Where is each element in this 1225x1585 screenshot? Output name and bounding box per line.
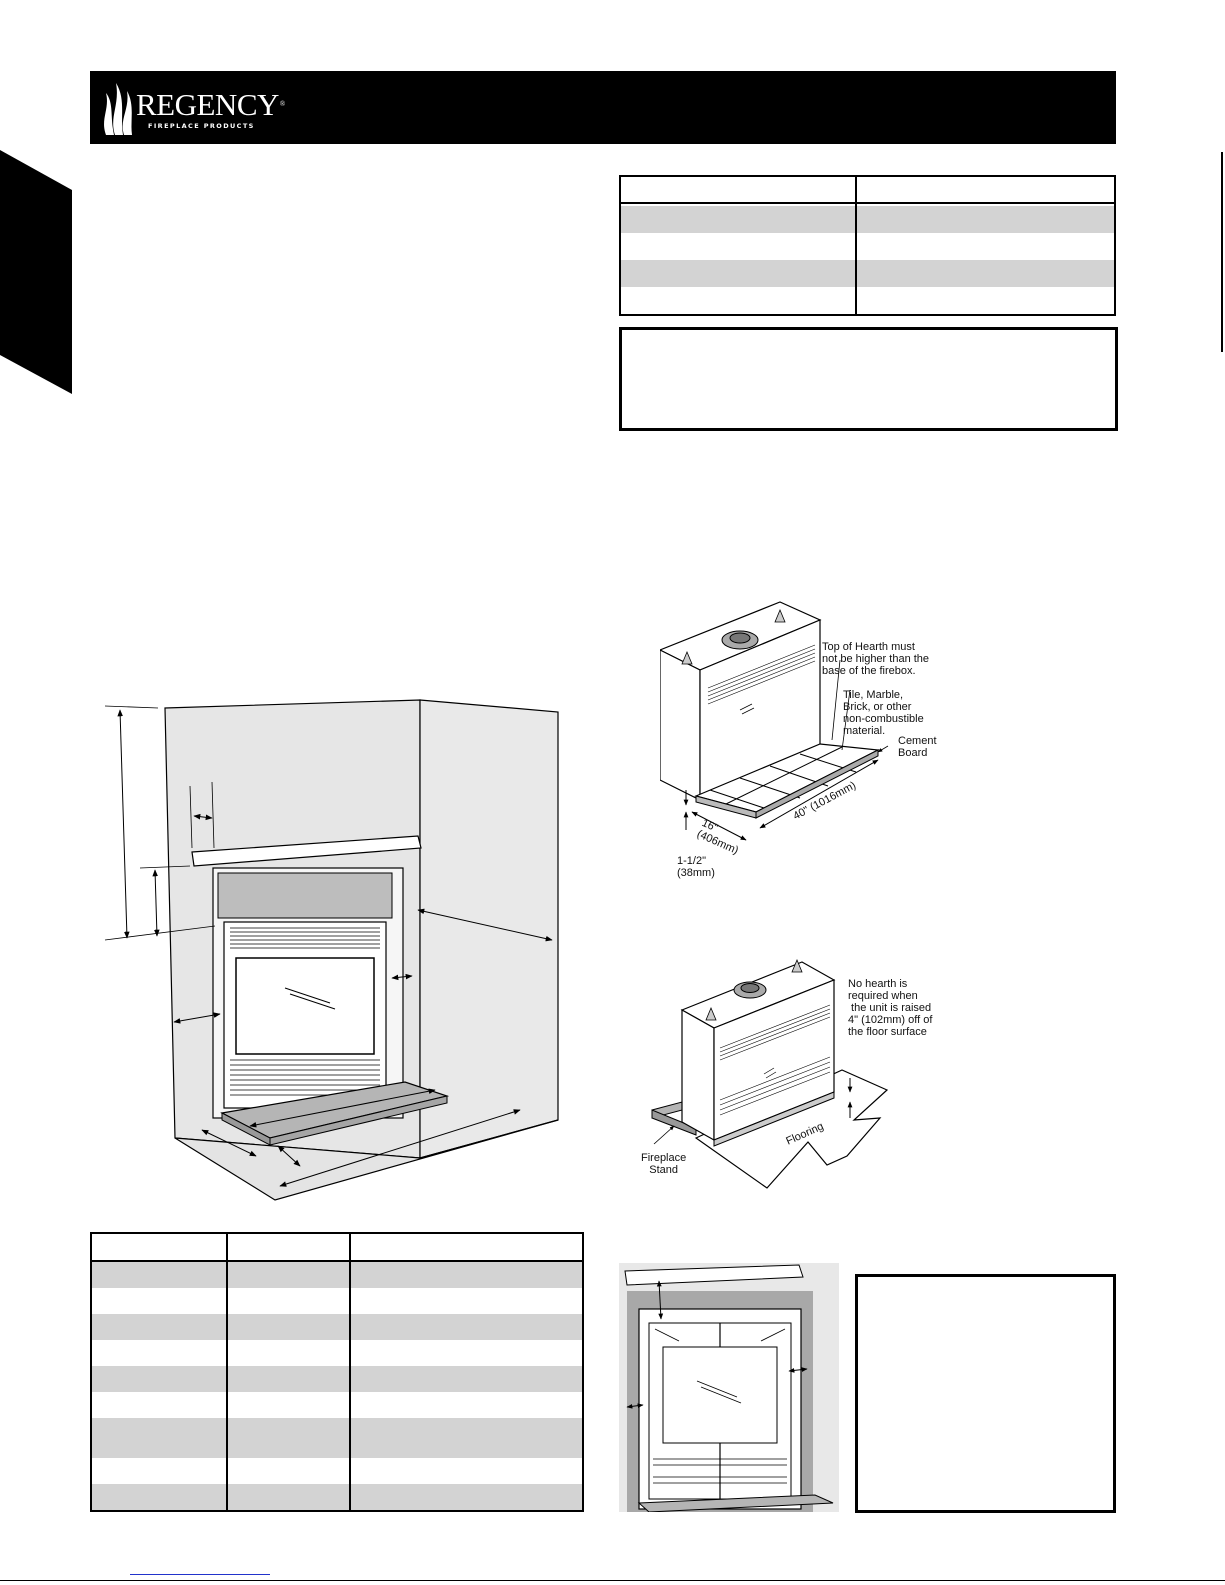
table-row bbox=[621, 233, 1114, 260]
column-divider bbox=[226, 1234, 228, 1510]
regency-logo: REGENCY® FIREPLACE PRODUCTS bbox=[100, 79, 310, 137]
brand-name: REGENCY® bbox=[136, 87, 285, 122]
footer-link-underline[interactable] bbox=[130, 1574, 270, 1575]
door-frame-diagram bbox=[619, 1263, 839, 1512]
raised-unit-note: No hearth is required when the unit is r… bbox=[848, 978, 933, 1038]
table-row bbox=[92, 1392, 582, 1418]
info-box bbox=[855, 1274, 1116, 1513]
table-row bbox=[92, 1366, 582, 1392]
clearance-table bbox=[90, 1232, 584, 1512]
table-row bbox=[621, 177, 1114, 204]
table-row bbox=[92, 1314, 582, 1340]
table-row bbox=[621, 260, 1114, 287]
column-divider bbox=[349, 1234, 351, 1510]
fireplace-stand-label: Fireplace Stand bbox=[641, 1152, 687, 1176]
hearth-thickness-dim: 1-1/2" (38mm) bbox=[677, 855, 715, 879]
hearth-material-note: Tile, Marble, Brick, or other non-combus… bbox=[843, 689, 924, 737]
clearance-diagram bbox=[104, 699, 559, 1201]
footer-rule bbox=[0, 1580, 1225, 1581]
spec-table bbox=[619, 175, 1116, 316]
table-row bbox=[92, 1288, 582, 1314]
section-side-tab bbox=[0, 150, 72, 394]
table-row bbox=[92, 1262, 582, 1288]
raised-unit-diagram bbox=[651, 958, 889, 1189]
cement-board-label: Cement Board bbox=[898, 735, 937, 759]
table-row bbox=[92, 1340, 582, 1366]
hearth-height-note: Top of Hearth must not be higher than th… bbox=[822, 641, 930, 677]
brand-subtitle: FIREPLACE PRODUCTS bbox=[148, 122, 255, 130]
header-bar: REGENCY® FIREPLACE PRODUCTS bbox=[90, 71, 1116, 144]
page-edge-mark bbox=[1221, 152, 1223, 352]
table-row bbox=[92, 1418, 582, 1458]
table-row bbox=[621, 287, 1114, 314]
table-row bbox=[92, 1484, 582, 1510]
table-row bbox=[621, 206, 1114, 233]
warning-box bbox=[619, 327, 1118, 431]
hearth-diagram bbox=[660, 601, 889, 841]
table-row bbox=[92, 1458, 582, 1484]
column-divider bbox=[855, 177, 857, 314]
table-header-row bbox=[92, 1234, 582, 1262]
flame-logo-icon bbox=[104, 83, 132, 135]
